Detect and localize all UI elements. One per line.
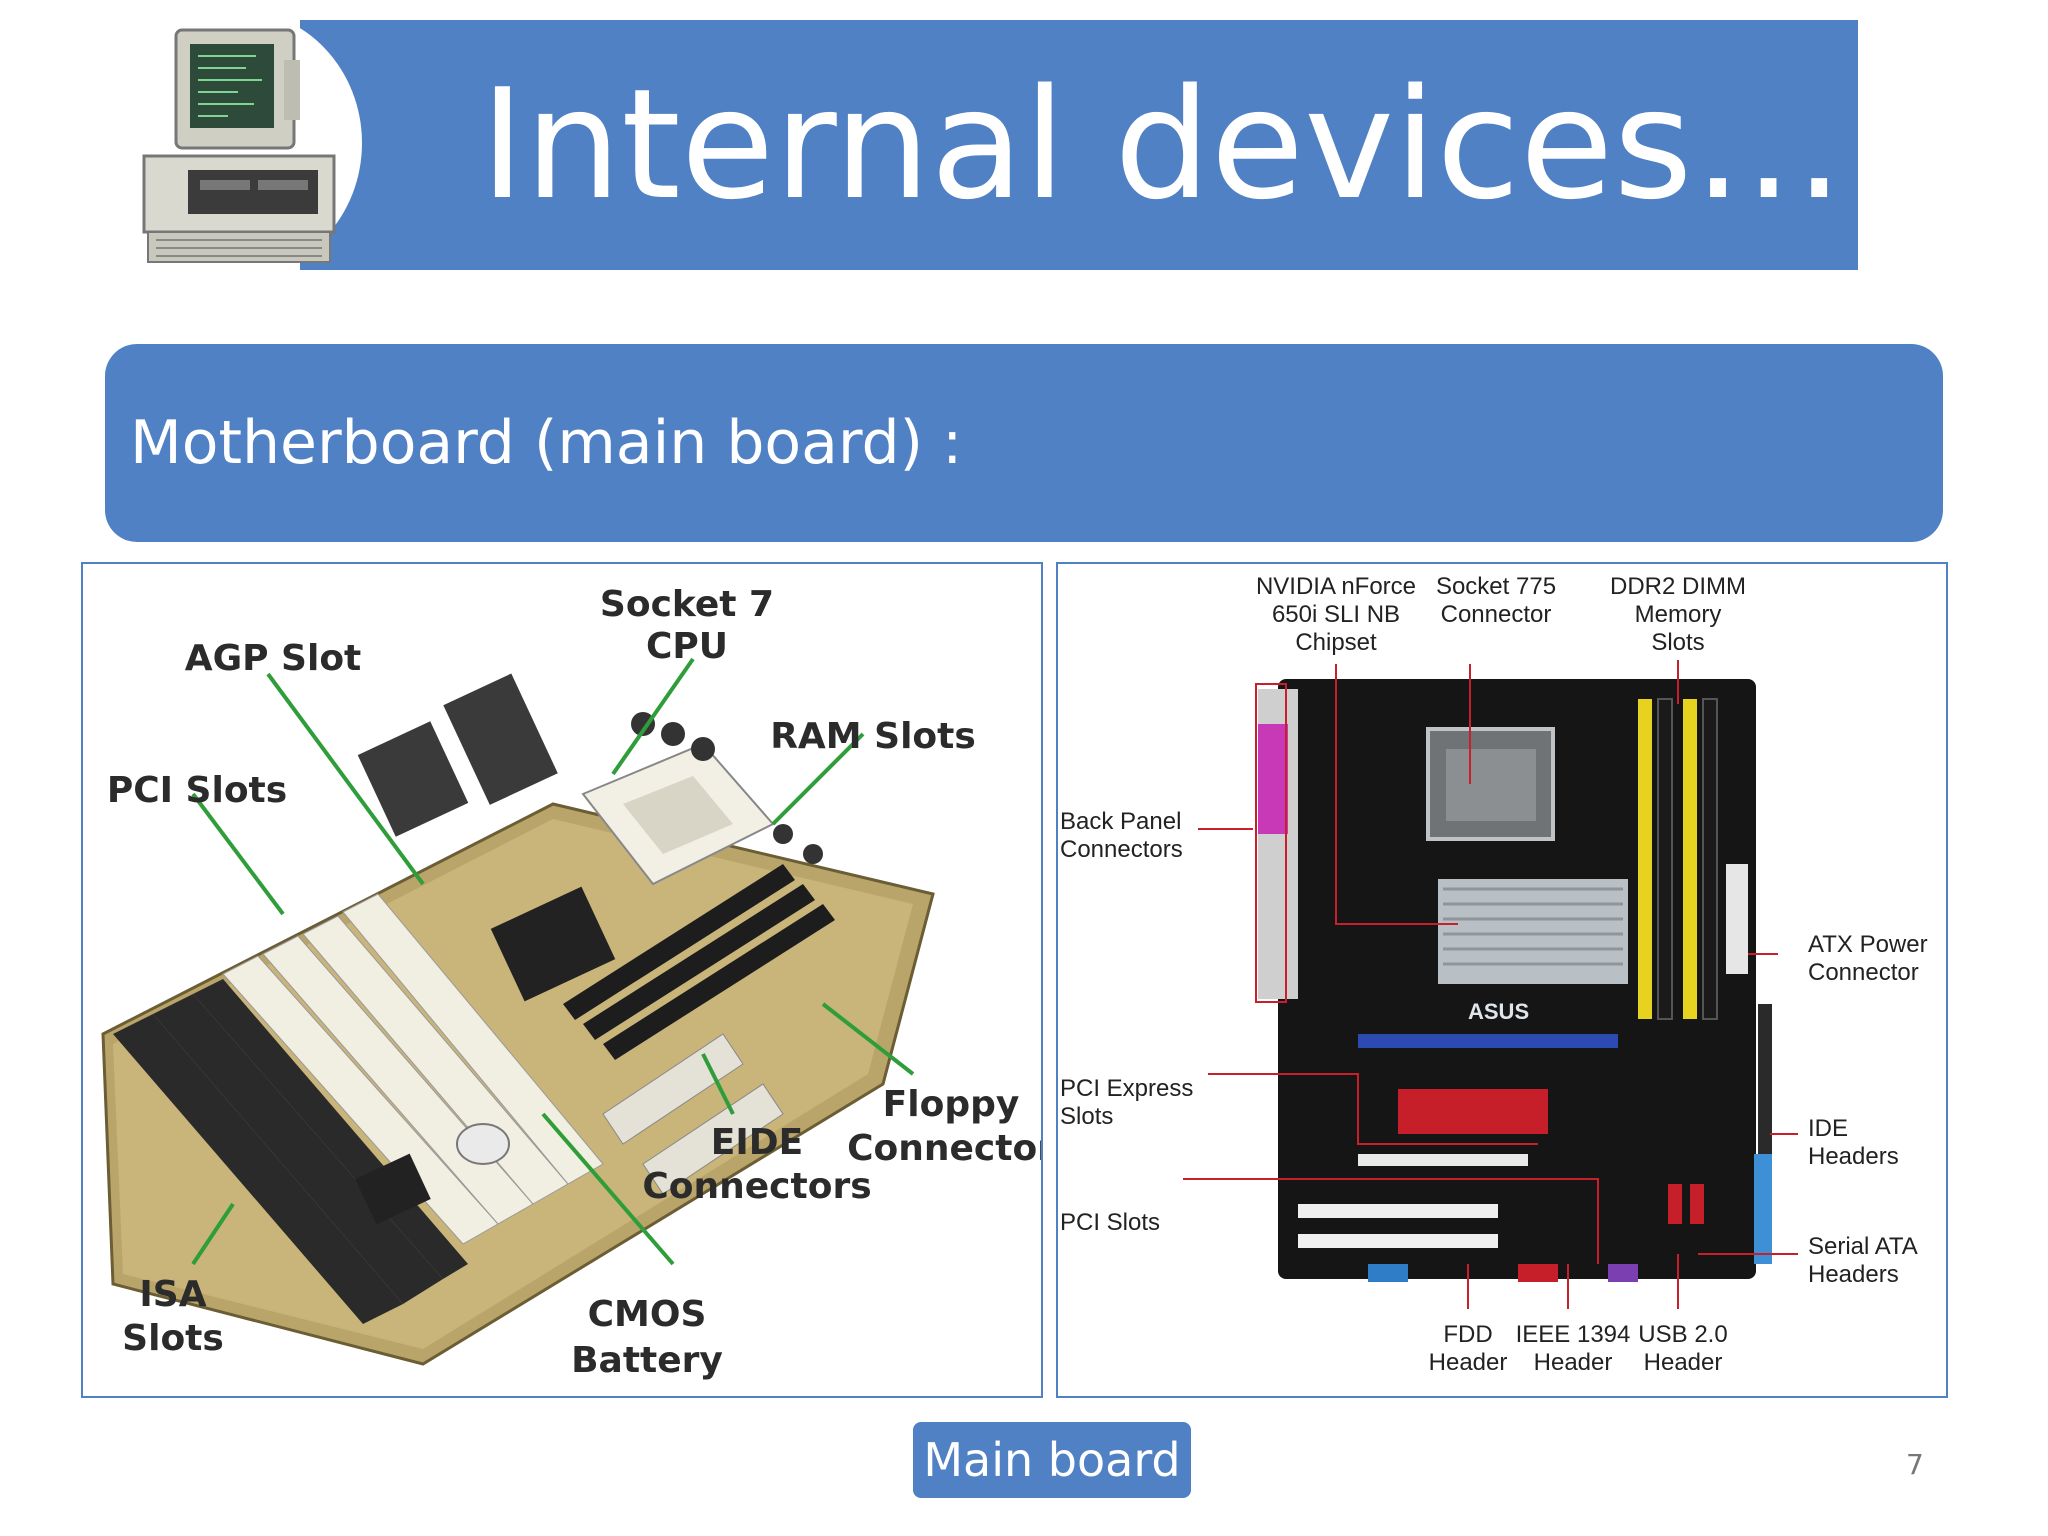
- retro-computer-icon: [142, 28, 336, 263]
- title-banner: [300, 20, 1858, 270]
- label-ieee1394: IEEE 1394: [1516, 1321, 1631, 1348]
- board-brand-text: ASUS: [1468, 999, 1529, 1024]
- label-memory: Memory: [1635, 601, 1722, 628]
- label-serial-ata: Serial ATA: [1808, 1233, 1918, 1260]
- label-back-panel: Back Panel: [1060, 808, 1181, 835]
- label-pci-express-slots: Slots: [1060, 1103, 1113, 1130]
- label-chipset: Chipset: [1295, 629, 1377, 656]
- motherboard-photo-left: Socket 7 CPU AGP Slot RAM Slots PCI Slot…: [81, 562, 1043, 1398]
- socket7-board-diagram: Socket 7 CPU AGP Slot RAM Slots PCI Slot…: [101, 584, 1041, 1381]
- label-socket-connector: Connector: [1441, 601, 1552, 628]
- label-eide: EIDE: [711, 1122, 803, 1163]
- label-ide: IDE: [1808, 1115, 1848, 1142]
- label-pci-slots-right: PCI Slots: [1060, 1209, 1160, 1236]
- label-usb: USB 2.0: [1638, 1321, 1727, 1348]
- label-floppy-connector: Connector: [847, 1128, 1041, 1169]
- slide-subtitle: Motherboard (main board) :: [130, 408, 963, 478]
- label-serial-ata-headers: Headers: [1808, 1261, 1899, 1288]
- label-slots: Slots: [1651, 629, 1704, 656]
- label-eide-connectors: Connectors: [642, 1166, 871, 1207]
- label-cmos-battery: Battery: [571, 1340, 723, 1381]
- label-isa-slots: Slots: [122, 1318, 224, 1359]
- label-fdd-header: Header: [1429, 1349, 1508, 1376]
- asus-board-diagram: ASUS: [1060, 573, 1928, 1376]
- label-atx-connector: Connector: [1808, 959, 1919, 986]
- label-isa: ISA: [139, 1274, 206, 1315]
- motherboard-photo-right: ASUS: [1056, 562, 1948, 1398]
- subtitle-banner: [105, 344, 1943, 542]
- label-atx-power: ATX Power: [1808, 931, 1928, 958]
- slide-title: Internal devices…: [480, 56, 1845, 233]
- label-pci-slots: PCI Slots: [107, 770, 287, 811]
- label-socket7: Socket 7: [600, 584, 774, 625]
- label-back-panel-connectors: Connectors: [1060, 836, 1183, 863]
- label-usb-header: Header: [1644, 1349, 1723, 1376]
- page-number: 7: [1906, 1448, 1924, 1481]
- label-fdd: FDD: [1443, 1321, 1492, 1348]
- label-socket775: Socket 775: [1436, 573, 1556, 600]
- label-ieee-header: Header: [1534, 1349, 1613, 1376]
- label-pci-express: PCI Express: [1060, 1075, 1193, 1102]
- label-cmos: CMOS: [588, 1294, 707, 1335]
- label-ide-headers: Headers: [1808, 1143, 1899, 1170]
- label-ram-slots: RAM Slots: [770, 716, 976, 757]
- label-agp-slot: AGP Slot: [185, 638, 362, 679]
- main-board-caption[interactable]: Main board: [913, 1422, 1191, 1498]
- label-nvidia-650i: 650i SLI NB: [1272, 601, 1400, 628]
- label-nvidia: NVIDIA nForce: [1256, 573, 1416, 600]
- label-ddr2: DDR2 DIMM: [1610, 573, 1746, 600]
- label-cpu: CPU: [646, 626, 728, 667]
- label-floppy: Floppy: [883, 1084, 1020, 1125]
